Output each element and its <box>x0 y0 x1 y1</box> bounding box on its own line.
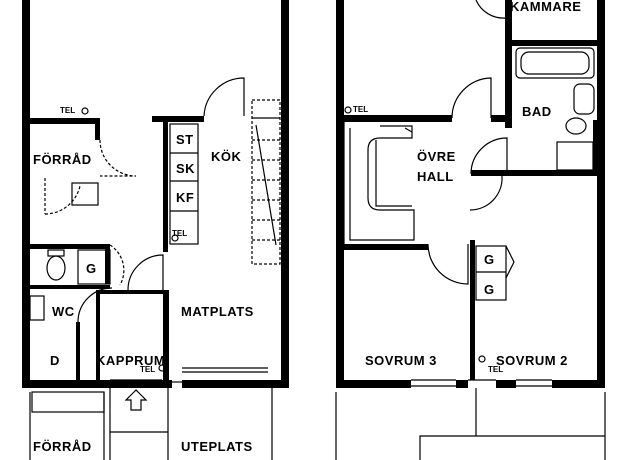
upper-right-wall <box>597 0 605 388</box>
wall <box>340 244 428 250</box>
room-label-ovre: ÖVRE <box>417 149 456 164</box>
room-label-sovrum2: SOVRUM 2 <box>496 353 568 368</box>
wall <box>163 122 168 252</box>
phone-outlet-icon <box>81 106 486 372</box>
sink-icon <box>573 83 595 115</box>
room-label-d: D <box>50 353 60 368</box>
wall <box>30 244 110 249</box>
wall <box>30 285 110 289</box>
upper-bottom-wall <box>336 380 411 388</box>
entrance-arrow-icon <box>124 389 148 411</box>
wardrobe-label-g2: G <box>484 252 495 267</box>
room-label-forrad-upper: FÖRRÅD <box>33 152 92 167</box>
upper-bottom-wall <box>552 380 605 388</box>
ground-bottom-wall-right <box>182 380 289 388</box>
wardrobe-label-g1: G <box>86 261 97 276</box>
upper-bottom-wall <box>496 380 516 388</box>
kitchen-counter <box>169 123 199 245</box>
wall <box>470 240 475 380</box>
ground-left-wall <box>22 0 30 388</box>
wall <box>340 115 452 122</box>
tel-label: TEL <box>353 105 369 114</box>
room-label-wc: WC <box>52 304 75 319</box>
wall <box>152 116 204 122</box>
upper-left-wall <box>336 0 344 388</box>
wall <box>100 290 163 294</box>
room-label-hall: HALL <box>417 169 454 184</box>
wall <box>76 322 80 380</box>
wall <box>505 0 512 128</box>
tel-label: TEL <box>172 229 188 238</box>
wall <box>491 115 511 122</box>
room-label-forrad-lower: FÖRRÅD <box>33 439 92 454</box>
toilet-icon <box>46 249 66 281</box>
room-label-kf: KF <box>176 190 195 205</box>
room-label-kok: KÖK <box>211 149 242 164</box>
ground-bottom-wall <box>22 380 172 388</box>
room-label-bad: BAD <box>522 104 552 119</box>
room-label-sovrum3: SOVRUM 3 <box>365 353 437 368</box>
wardrobe-label-g3: G <box>484 282 495 297</box>
wall <box>510 40 605 46</box>
wall <box>471 170 605 176</box>
room-label-st: ST <box>176 132 194 147</box>
walls <box>22 0 605 388</box>
tel-label: TEL <box>488 365 504 374</box>
room-label-uteplats: UTEPLATS <box>181 439 253 454</box>
tel-label: TEL <box>60 106 76 115</box>
wall <box>96 290 100 380</box>
wall <box>105 244 110 284</box>
bathtub-icon <box>515 47 595 79</box>
room-label-kapprum: KAPPRUM <box>96 353 166 368</box>
details <box>29 0 606 460</box>
upper-bottom-wall <box>456 380 468 388</box>
room-label-matplats: MATPLATS <box>181 304 254 319</box>
room-label-kammare: KAMMARE <box>510 0 582 14</box>
wall <box>95 118 100 140</box>
staircase-icon <box>251 99 281 265</box>
wall <box>163 290 169 382</box>
wall <box>593 120 597 172</box>
room-label-sk: SK <box>176 161 196 176</box>
tel-label: TEL <box>140 365 156 374</box>
wall <box>30 118 100 124</box>
ground-right-wall <box>281 0 289 388</box>
